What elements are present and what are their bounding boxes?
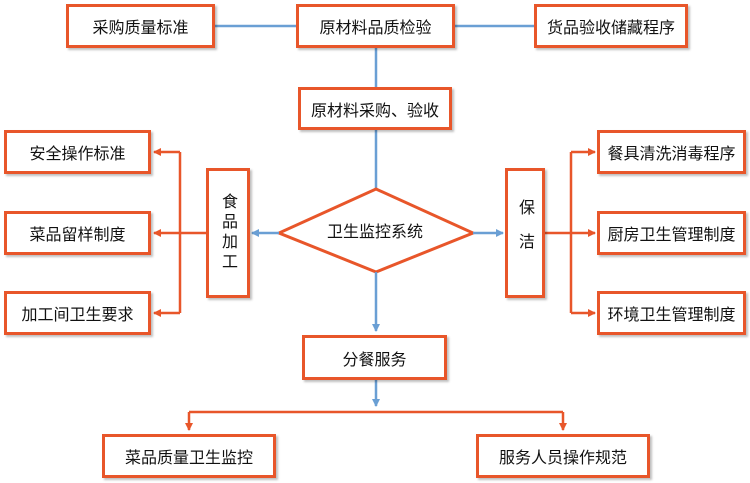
bracket-left bbox=[178, 152, 206, 313]
box-acceptance-storage: 货品验收储藏程序 bbox=[534, 4, 688, 48]
box-label: 采购质量标准 bbox=[92, 18, 189, 37]
box-sample-retention: 菜品留样制度 bbox=[4, 211, 151, 255]
box-meal-service: 分餐服务 bbox=[302, 335, 447, 380]
box-label: 厨房卫生管理制度 bbox=[607, 225, 736, 244]
box-label: 环境卫生管理制度 bbox=[607, 305, 736, 324]
box-safety-standard: 安全操作标准 bbox=[4, 130, 151, 174]
box-label: 原材料采购、验收 bbox=[310, 100, 439, 120]
box-procurement-standard: 采购质量标准 bbox=[66, 4, 215, 48]
center-node-label: 卫生监控系统 bbox=[326, 222, 423, 241]
vertical-label: 保洁 bbox=[516, 199, 535, 267]
bracket-right bbox=[545, 152, 573, 313]
box-material-inspection: 原材料品质检验 bbox=[296, 4, 455, 48]
box-cleaning: 保洁 bbox=[505, 168, 545, 298]
box-label: 加工间卫生要求 bbox=[21, 305, 134, 324]
box-label: 菜品质量卫生监控 bbox=[124, 448, 253, 467]
box-staff-conduct: 服务人员操作规范 bbox=[476, 434, 650, 478]
box-label: 安全操作标准 bbox=[29, 144, 126, 163]
box-workshop-hygiene: 加工间卫生要求 bbox=[4, 291, 151, 335]
vertical-label: 食品加工 bbox=[219, 193, 238, 273]
box-dish-quality: 菜品质量卫生监控 bbox=[102, 434, 276, 478]
box-label: 服务人员操作规范 bbox=[498, 448, 627, 467]
box-food-processing: 食品加工 bbox=[206, 168, 250, 298]
box-label: 原材料品质检验 bbox=[319, 18, 432, 37]
box-label: 餐具清洗消毒程序 bbox=[607, 144, 736, 163]
box-label: 货品验收储藏程序 bbox=[546, 18, 675, 37]
box-label: 菜品留样制度 bbox=[29, 225, 126, 244]
box-tableware-disinfection: 餐具清洗消毒程序 bbox=[597, 130, 746, 174]
box-environment-hygiene: 环境卫生管理制度 bbox=[597, 291, 746, 335]
box-material-procurement: 原材料采购、验收 bbox=[298, 87, 452, 130]
box-kitchen-hygiene: 厨房卫生管理制度 bbox=[597, 211, 746, 255]
box-label: 分餐服务 bbox=[342, 349, 407, 369]
